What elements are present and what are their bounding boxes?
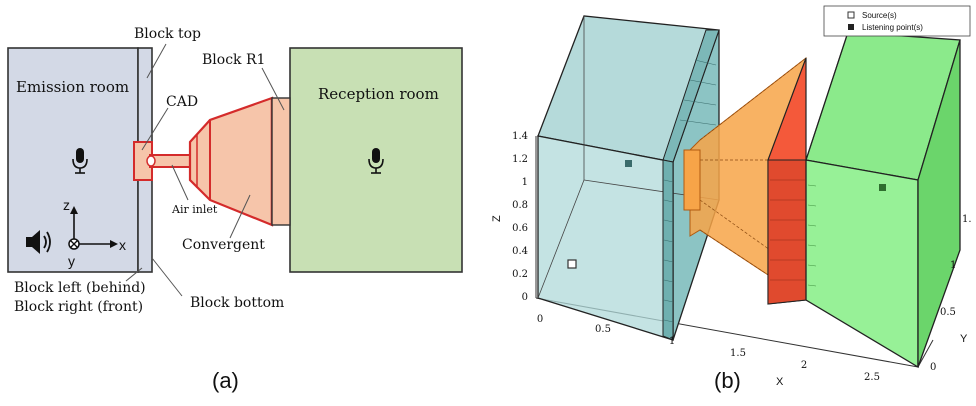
block-r1 — [271, 97, 291, 226]
block-left-label: Block left (behind) — [14, 280, 146, 296]
reception-room-label: Reception room — [318, 85, 439, 103]
axis-y-label: y — [68, 253, 75, 269]
air-inlet-duct — [149, 154, 193, 168]
leader-block-bottom — [151, 257, 183, 297]
z-tick: 1.4 — [512, 131, 528, 142]
block-right-label: Block right (front) — [14, 299, 143, 315]
panel-b: Source(s) Listening point(s) 1.4 1.2 1 0… — [491, 5, 972, 393]
listening-point — [879, 184, 886, 191]
x-tick: 2.5 — [864, 372, 880, 383]
x-tick: 1.5 — [730, 348, 746, 359]
z-axis-label: Z — [491, 215, 503, 222]
x-tick: 0 — [537, 314, 543, 325]
leader-block-r1 — [261, 67, 285, 111]
reception-room-3d — [805, 31, 961, 369]
block-r1-label: Block R1 — [202, 52, 265, 68]
panel-a: Emission room Reception room — [7, 26, 463, 393]
leader-air-inlet — [171, 164, 189, 201]
leader-convergent — [229, 194, 251, 239]
caption-b: (b) — [714, 368, 741, 393]
y-tick: 1 — [950, 260, 956, 271]
block-bottom-label: Block bottom — [190, 295, 284, 311]
x-tick: 2 — [801, 360, 807, 371]
axes-triad: z y x — [63, 197, 126, 269]
leader-cad — [141, 107, 169, 151]
x-tick: 1 — [669, 336, 675, 347]
cad-label: CAD — [166, 94, 198, 110]
legend-source-marker — [847, 11, 855, 19]
legend-listening-marker — [848, 24, 854, 30]
y-tick: 1. — [962, 214, 972, 225]
z-tick: 0.6 — [512, 223, 528, 234]
y-tick: 0.5 — [940, 307, 956, 318]
leader-block-top — [146, 43, 167, 79]
x-axis-label: X — [776, 376, 784, 388]
legend-source-label: Source(s) — [862, 11, 897, 20]
z-tick: 0.4 — [512, 246, 528, 257]
leader-block-left — [125, 267, 143, 282]
legend-listening-label: Listening point(s) — [862, 23, 923, 32]
convergent-label: Convergent — [182, 237, 265, 253]
listening-point — [625, 160, 632, 167]
x-tick: 0.5 — [595, 324, 611, 335]
source-point — [567, 259, 577, 269]
block-r1-3d — [767, 57, 807, 305]
axis-x-label: x — [119, 237, 126, 253]
caption-a: (a) — [212, 368, 239, 393]
z-tick: 0.2 — [512, 269, 528, 280]
air-inlet-opening — [146, 155, 156, 167]
z-tick: 0.8 — [512, 200, 528, 211]
emission-room-label: Emission room — [16, 78, 129, 96]
wall-brick-pattern — [662, 29, 720, 341]
legend: Source(s) Listening point(s) — [823, 5, 971, 37]
axis-z-label: z — [63, 197, 70, 213]
z-tick: 1.2 — [512, 154, 528, 165]
air-inlet-label: Air inlet — [171, 203, 218, 216]
microphone-icon — [72, 148, 88, 174]
block-top-label: Block top — [134, 26, 201, 42]
speaker-icon — [26, 230, 51, 254]
y-tick: 0 — [930, 362, 936, 373]
microphone-icon — [368, 148, 384, 174]
z-tick: 0 — [522, 292, 528, 303]
z-tick: 1 — [522, 177, 528, 188]
y-axis-label: Y — [960, 333, 968, 345]
